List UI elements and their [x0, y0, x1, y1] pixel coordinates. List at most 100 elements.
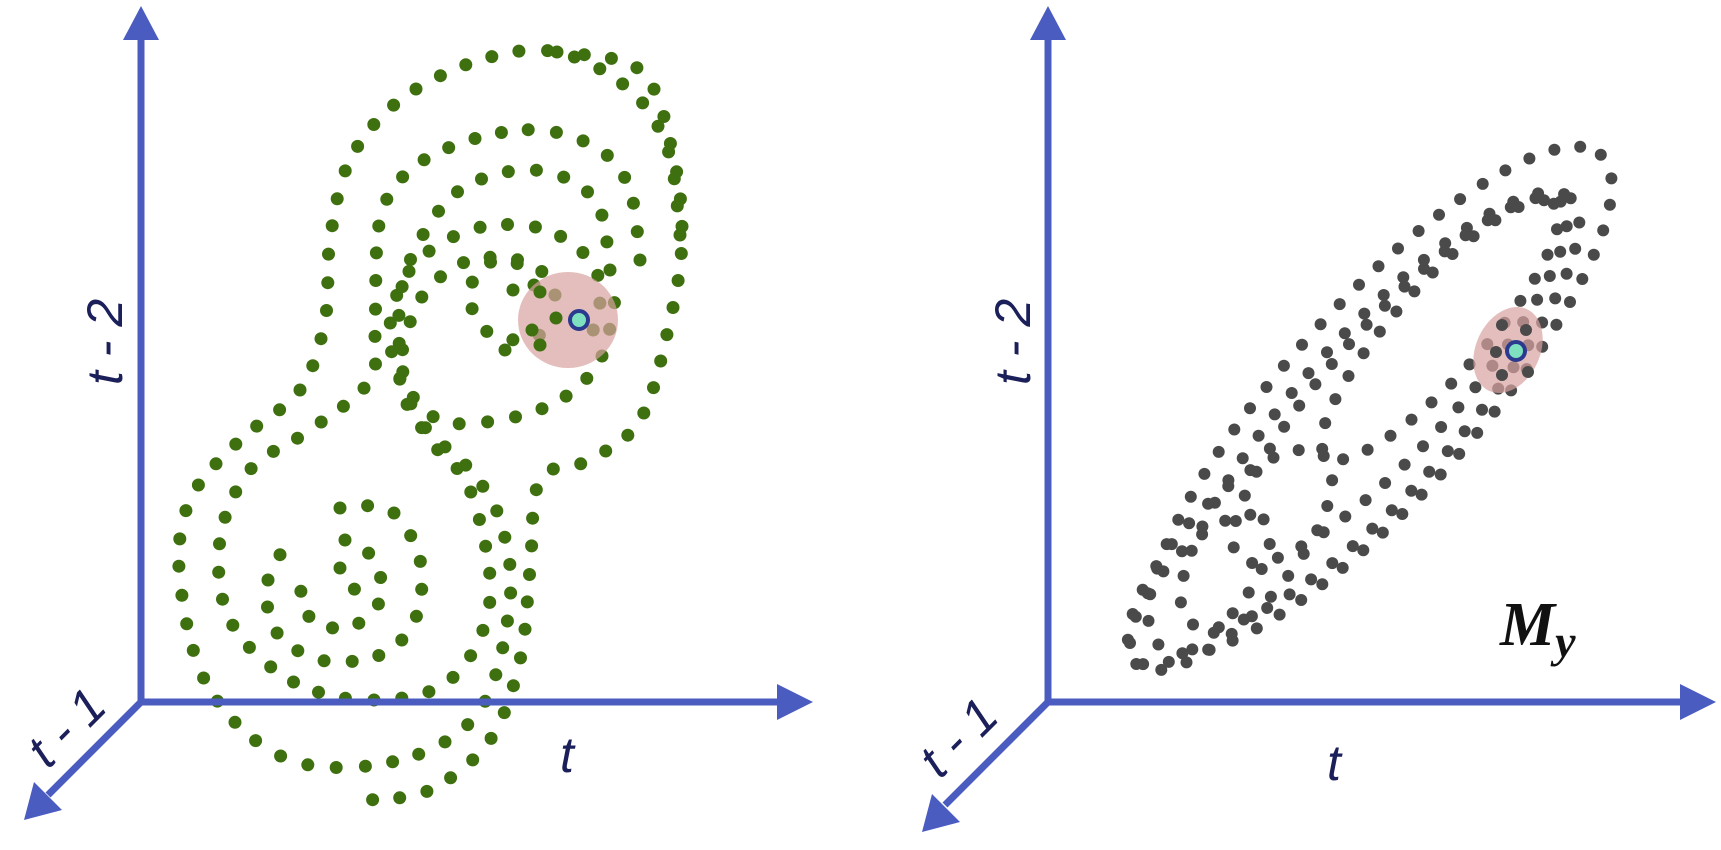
attractor-dot — [574, 457, 588, 471]
attractor-dot — [481, 415, 495, 429]
attractor-dot — [415, 582, 429, 596]
manifold-dot — [1467, 230, 1480, 243]
attractor-dot — [209, 457, 223, 471]
manifold-dot — [1212, 445, 1225, 458]
attractor-dot — [270, 626, 284, 640]
manifold-dot — [1463, 358, 1476, 371]
attractor-dot — [490, 504, 504, 518]
attractor-dot — [426, 410, 440, 424]
attractor-dot — [484, 731, 498, 745]
manifold-dot — [1560, 267, 1573, 280]
attractor-dot — [229, 485, 243, 499]
neighbor-dot — [1496, 319, 1508, 331]
attractor-dot — [438, 735, 452, 749]
z-axis-label: t - 1 — [16, 677, 117, 778]
neighbor-points — [1490, 319, 1534, 381]
manifold-dot — [1342, 370, 1355, 382]
attractor-dot — [287, 675, 300, 689]
attractor-dot — [291, 644, 305, 658]
manifold-dot — [1376, 526, 1389, 539]
neighbor-dot — [1522, 366, 1534, 378]
attractor-dot — [273, 403, 287, 417]
manifold-dot — [1378, 299, 1391, 312]
manifold-dot — [1454, 193, 1467, 206]
attractor-dot — [372, 219, 386, 233]
attractor-dot — [374, 571, 388, 584]
attractor-dot — [671, 274, 685, 287]
attractor-dot — [321, 276, 335, 290]
attractor-dot — [593, 62, 607, 76]
neighbor-dot — [1520, 324, 1532, 336]
attractor-dot — [501, 218, 514, 231]
attractor-dot — [523, 568, 536, 581]
manifold-dot — [1325, 358, 1338, 370]
manifold-dot — [1435, 421, 1448, 433]
attractor-dot — [433, 69, 447, 83]
attractor-dot — [567, 50, 581, 64]
manifold-dot — [1321, 500, 1334, 512]
manifold-dot — [1283, 588, 1296, 601]
attractor-dot — [479, 539, 493, 553]
manifold-dot — [1359, 494, 1372, 507]
manifold-dot — [1267, 451, 1280, 464]
attractor-dot — [216, 592, 229, 606]
attractor-dot — [673, 228, 687, 242]
attractor-dot — [212, 565, 226, 579]
manifold-dot — [1573, 216, 1586, 229]
neighbor-dot — [498, 343, 512, 357]
attractor-dot — [338, 164, 352, 178]
manifold-dot — [1257, 513, 1270, 526]
manifold-dot — [1353, 278, 1365, 291]
manifold-dot — [1476, 403, 1488, 416]
manifold-dot — [1343, 338, 1355, 351]
manifold-label-subscript: y — [1550, 616, 1576, 667]
attractor-dot — [626, 196, 640, 210]
attractor-dot — [186, 643, 200, 657]
z-axis-line — [45, 697, 146, 798]
attractor-dot — [396, 170, 410, 184]
manifold-dot — [1476, 177, 1489, 190]
attractor-dot — [483, 566, 497, 580]
attractor-dot — [647, 381, 660, 395]
manifold-dot — [1277, 359, 1290, 372]
manifold-dot — [1397, 271, 1410, 284]
attractor-dot — [312, 685, 325, 699]
manifold-dot — [1236, 452, 1249, 465]
attractor-dot — [518, 622, 532, 636]
manifold-dot — [1157, 565, 1170, 578]
manifold-dot — [1366, 522, 1379, 535]
manifold-dot — [1445, 377, 1458, 390]
attractor-dot — [244, 462, 258, 476]
attractor-dot — [509, 410, 522, 424]
manifold-dot — [1152, 638, 1165, 651]
attractor-dot — [412, 747, 426, 761]
attractor-dot — [489, 668, 503, 682]
attractor-dot — [546, 462, 560, 476]
manifold-dot — [1392, 242, 1404, 255]
attractor-dot — [291, 431, 304, 445]
y-axis-label: t - 2 — [77, 299, 133, 385]
attractor-dot — [345, 654, 359, 668]
attractor-dot — [654, 354, 668, 368]
manifold-dot — [1185, 544, 1198, 557]
manifold-dot — [1278, 420, 1291, 433]
manifold-dot — [1528, 272, 1541, 285]
attractor-dot — [369, 246, 383, 260]
attractor-dot — [557, 170, 571, 184]
manifold-dot — [1379, 477, 1392, 489]
manifold-dot — [1576, 273, 1589, 285]
manifold-dot — [1264, 590, 1277, 603]
manifold-dot — [1186, 643, 1199, 656]
z-axis-arrowhead — [922, 794, 960, 832]
attractor-dot — [466, 753, 480, 767]
attractor-dot — [526, 511, 540, 525]
x-axis-arrowhead — [1680, 684, 1716, 720]
attractor-dot — [667, 172, 681, 186]
attractor-dot — [432, 204, 445, 218]
manifold-dot — [1423, 465, 1436, 478]
attractor-dot — [347, 582, 361, 596]
attractor-dot — [395, 633, 409, 647]
attractor-dot — [446, 230, 460, 244]
attractor-dot — [529, 163, 543, 177]
attractor-dot — [618, 170, 632, 184]
